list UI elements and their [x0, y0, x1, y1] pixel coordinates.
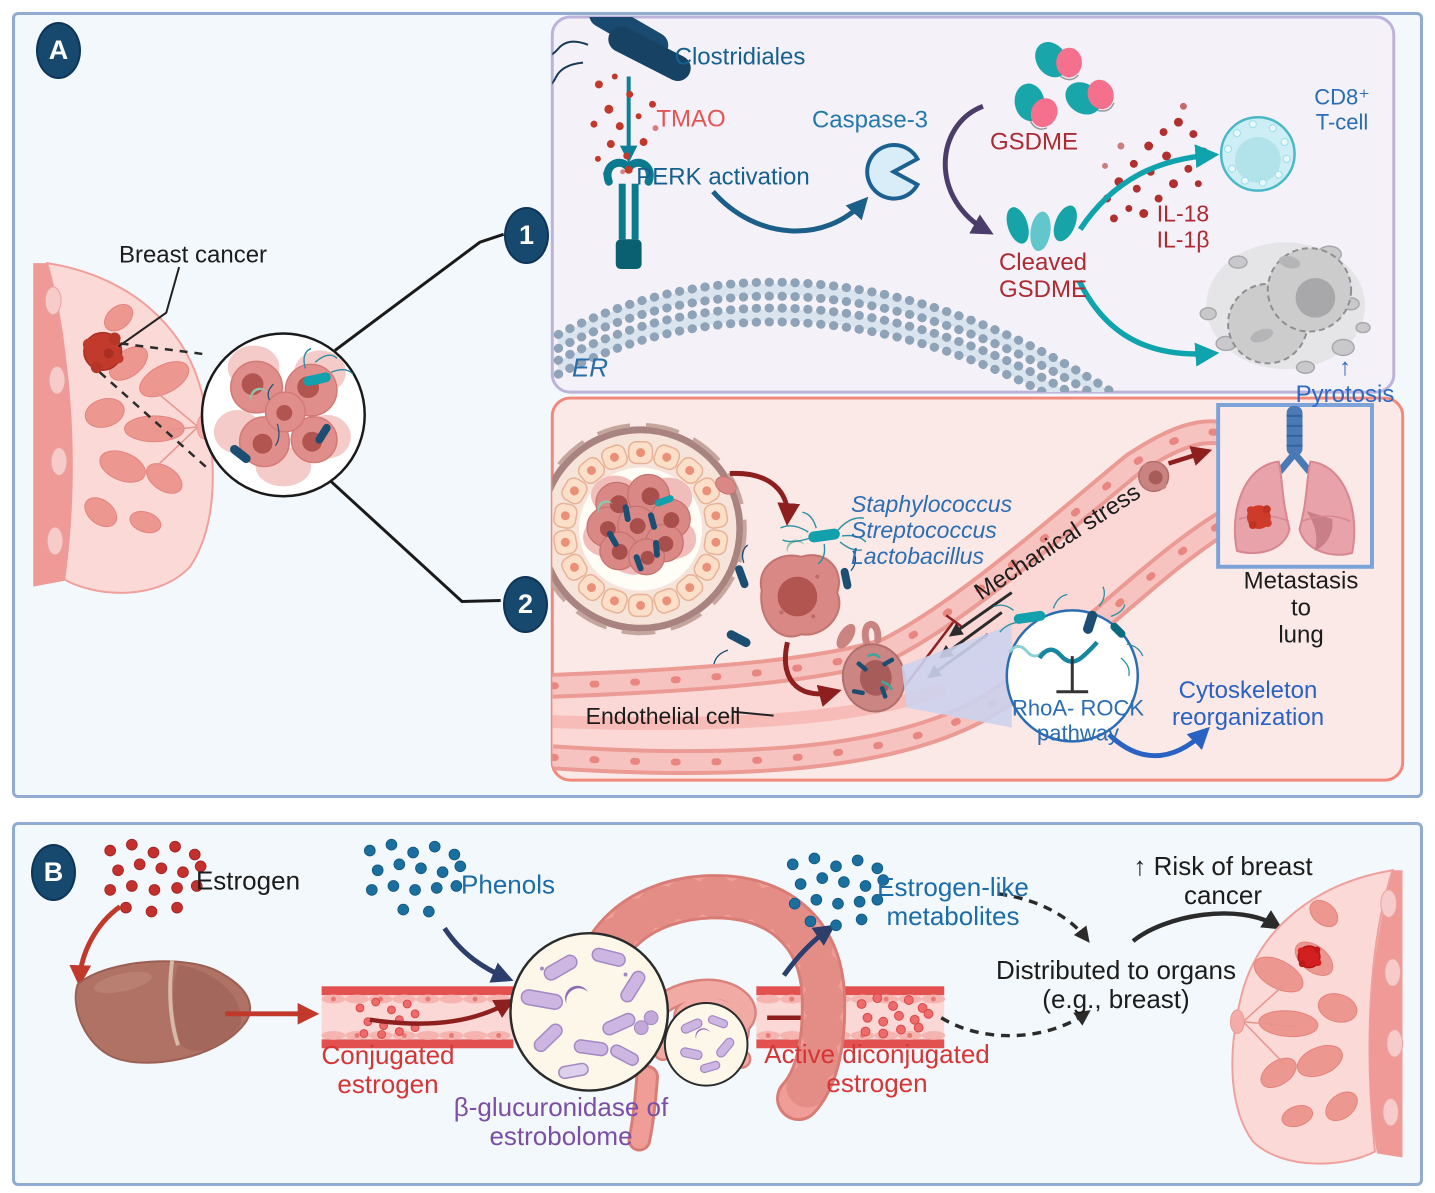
step2-label: 2	[517, 589, 534, 619]
duct-tumor-icon	[552, 422, 747, 636]
breast-b-tumor-icon	[1297, 945, 1322, 969]
caspase3-label: Caspase-3	[811, 106, 929, 134]
distributed-label: Distributed to organs (e.g., breast)	[996, 954, 1236, 1014]
species-streptococcus: Streptococcus	[851, 517, 997, 543]
species-staphylococcus: Staphylococcus	[851, 491, 1013, 517]
intestine-icon	[568, 874, 847, 1152]
rhoa-to-cytoskeleton-arrow	[1107, 726, 1210, 759]
phenols-dots	[364, 838, 467, 918]
species-lactobacillus: Lactobacillus	[851, 543, 984, 569]
metastasis-label: Metastasis to lung	[1243, 567, 1359, 649]
panel-b-artwork	[69, 838, 1404, 1165]
duct-to-cell-arrow	[729, 470, 801, 526]
caspase3-pacman-icon	[865, 143, 921, 201]
metabolites-label: Estrogen-like metabolites	[877, 871, 1029, 931]
panel-b-badge: B	[31, 844, 76, 901]
breast-illustration-icon	[33, 261, 214, 594]
vessel-conjugated-icon	[321, 986, 515, 1049]
panel-a-badge: A	[36, 22, 81, 79]
er-label: ER	[571, 352, 609, 383]
estrobolome-small-circle-icon	[663, 1002, 749, 1087]
cytokines-to-cd8-arrow	[1077, 144, 1220, 231]
tumor-icon	[82, 331, 124, 374]
breast-b-illustration-icon	[1229, 869, 1404, 1165]
panel-a-artwork	[33, 15, 1405, 782]
tmao-label: TMAO	[656, 105, 726, 133]
perk-activation-label: PERK activation	[636, 163, 810, 191]
transmigrating-cell-icon	[836, 620, 906, 713]
vessel-active-icon	[756, 986, 946, 1049]
to-metabolites-arrow	[781, 924, 836, 977]
lung-icon	[1233, 405, 1356, 556]
gsdme-label: GSDME	[989, 128, 1079, 156]
risk-label: ↑ Risk of breast cancer	[1133, 850, 1313, 910]
panel-a: A 1 2 Breast cancer Clostridiales TMAO P…	[12, 12, 1423, 798]
active-estrogen-dots	[856, 993, 934, 1039]
step1-label: 1	[518, 220, 535, 250]
cleaved-gsdme-icon	[1006, 205, 1077, 252]
er-membrane-icon	[553, 277, 1114, 393]
breast-cancer-label: Breast cancer	[118, 241, 268, 269]
panel-a-badge-label: A	[48, 35, 69, 65]
bacteria-species-list: Staphylococcus Streptococcus Lactobacill…	[851, 491, 1012, 569]
magnifier-cone	[901, 624, 1012, 728]
connector-line-step1	[334, 232, 505, 352]
perk-receptor-icon	[603, 158, 654, 270]
panel-b-badge-label: B	[43, 857, 64, 887]
flagellated-bacterium-icon	[780, 511, 867, 565]
pyroptosis-label: ↑ Pyrotosis	[1295, 354, 1395, 408]
rhoa-circle-icon	[993, 586, 1144, 743]
clostridiales-label: Clostridiales	[674, 43, 806, 71]
estrogen-label: Estrogen	[195, 865, 301, 896]
clostridiales-bacteria-icon	[552, 16, 691, 92]
tumor-zoom-circle	[200, 332, 366, 498]
panel-b: B Estrogen Phenols Conjugated estrogen β…	[12, 822, 1423, 1186]
lung-box	[1216, 403, 1374, 569]
phenols-label: Phenols	[461, 869, 555, 900]
breast-cancer-pointer-line	[118, 266, 181, 348]
cytoskeleton-label: Cytoskeleton reorganization	[1171, 677, 1325, 731]
metastatic-cell-icon	[1138, 460, 1170, 493]
to-lung-arrow	[1167, 446, 1213, 466]
magnifier-dashed-lines	[98, 342, 210, 471]
metabolites-dots	[786, 852, 890, 932]
estrogen-dots	[104, 838, 207, 918]
tumor-bacteria-icons	[230, 347, 354, 464]
pathway1-box	[550, 15, 1396, 394]
connector-line-step2	[329, 480, 501, 603]
risk-arrow	[1131, 910, 1283, 943]
cd8-tcell-icon	[1219, 115, 1296, 192]
cell-to-vessel-arrow	[783, 641, 842, 707]
rhoa-rock-label: RhoA- ROCK pathway	[1011, 695, 1145, 745]
cd8-tcell-label: CD8⁺ T-cell	[1314, 84, 1370, 134]
vessel1-flow-arrow	[369, 999, 515, 1026]
cytokines-label: IL-18 IL-1β	[1156, 200, 1210, 252]
conjugated-estrogen-label: Conjugated estrogen	[321, 1039, 455, 1099]
active-estrogen-label: Active diconjugated estrogen	[764, 1038, 990, 1098]
cleaved-gsdme-label: Cleaved GSDME	[998, 249, 1088, 303]
estrogen-to-liver-arrow	[69, 904, 122, 987]
glucuronidase-label: β-glucuronidase of estrobolome	[453, 1091, 669, 1151]
pyroptotic-cell-icon	[1199, 242, 1371, 374]
caspase-to-cleaved-arrow	[942, 103, 994, 235]
estrogen-to-organs-dashed-arrow	[940, 1010, 1091, 1038]
endothelial-cell-label: Endothelial cell	[585, 703, 741, 730]
liver-icon	[74, 960, 252, 1064]
endothelial-pointer-line	[731, 710, 774, 717]
cleaved-to-pyroptosis-arrow	[1076, 279, 1220, 367]
phenols-arrow	[442, 926, 514, 983]
circulating-tumor-cell-icon	[713, 539, 857, 665]
step1-badge: 1	[504, 207, 549, 264]
perk-to-caspase-arrow	[711, 190, 869, 234]
estrobolome-circle-icon	[509, 931, 670, 1092]
step2-badge: 2	[503, 576, 548, 633]
